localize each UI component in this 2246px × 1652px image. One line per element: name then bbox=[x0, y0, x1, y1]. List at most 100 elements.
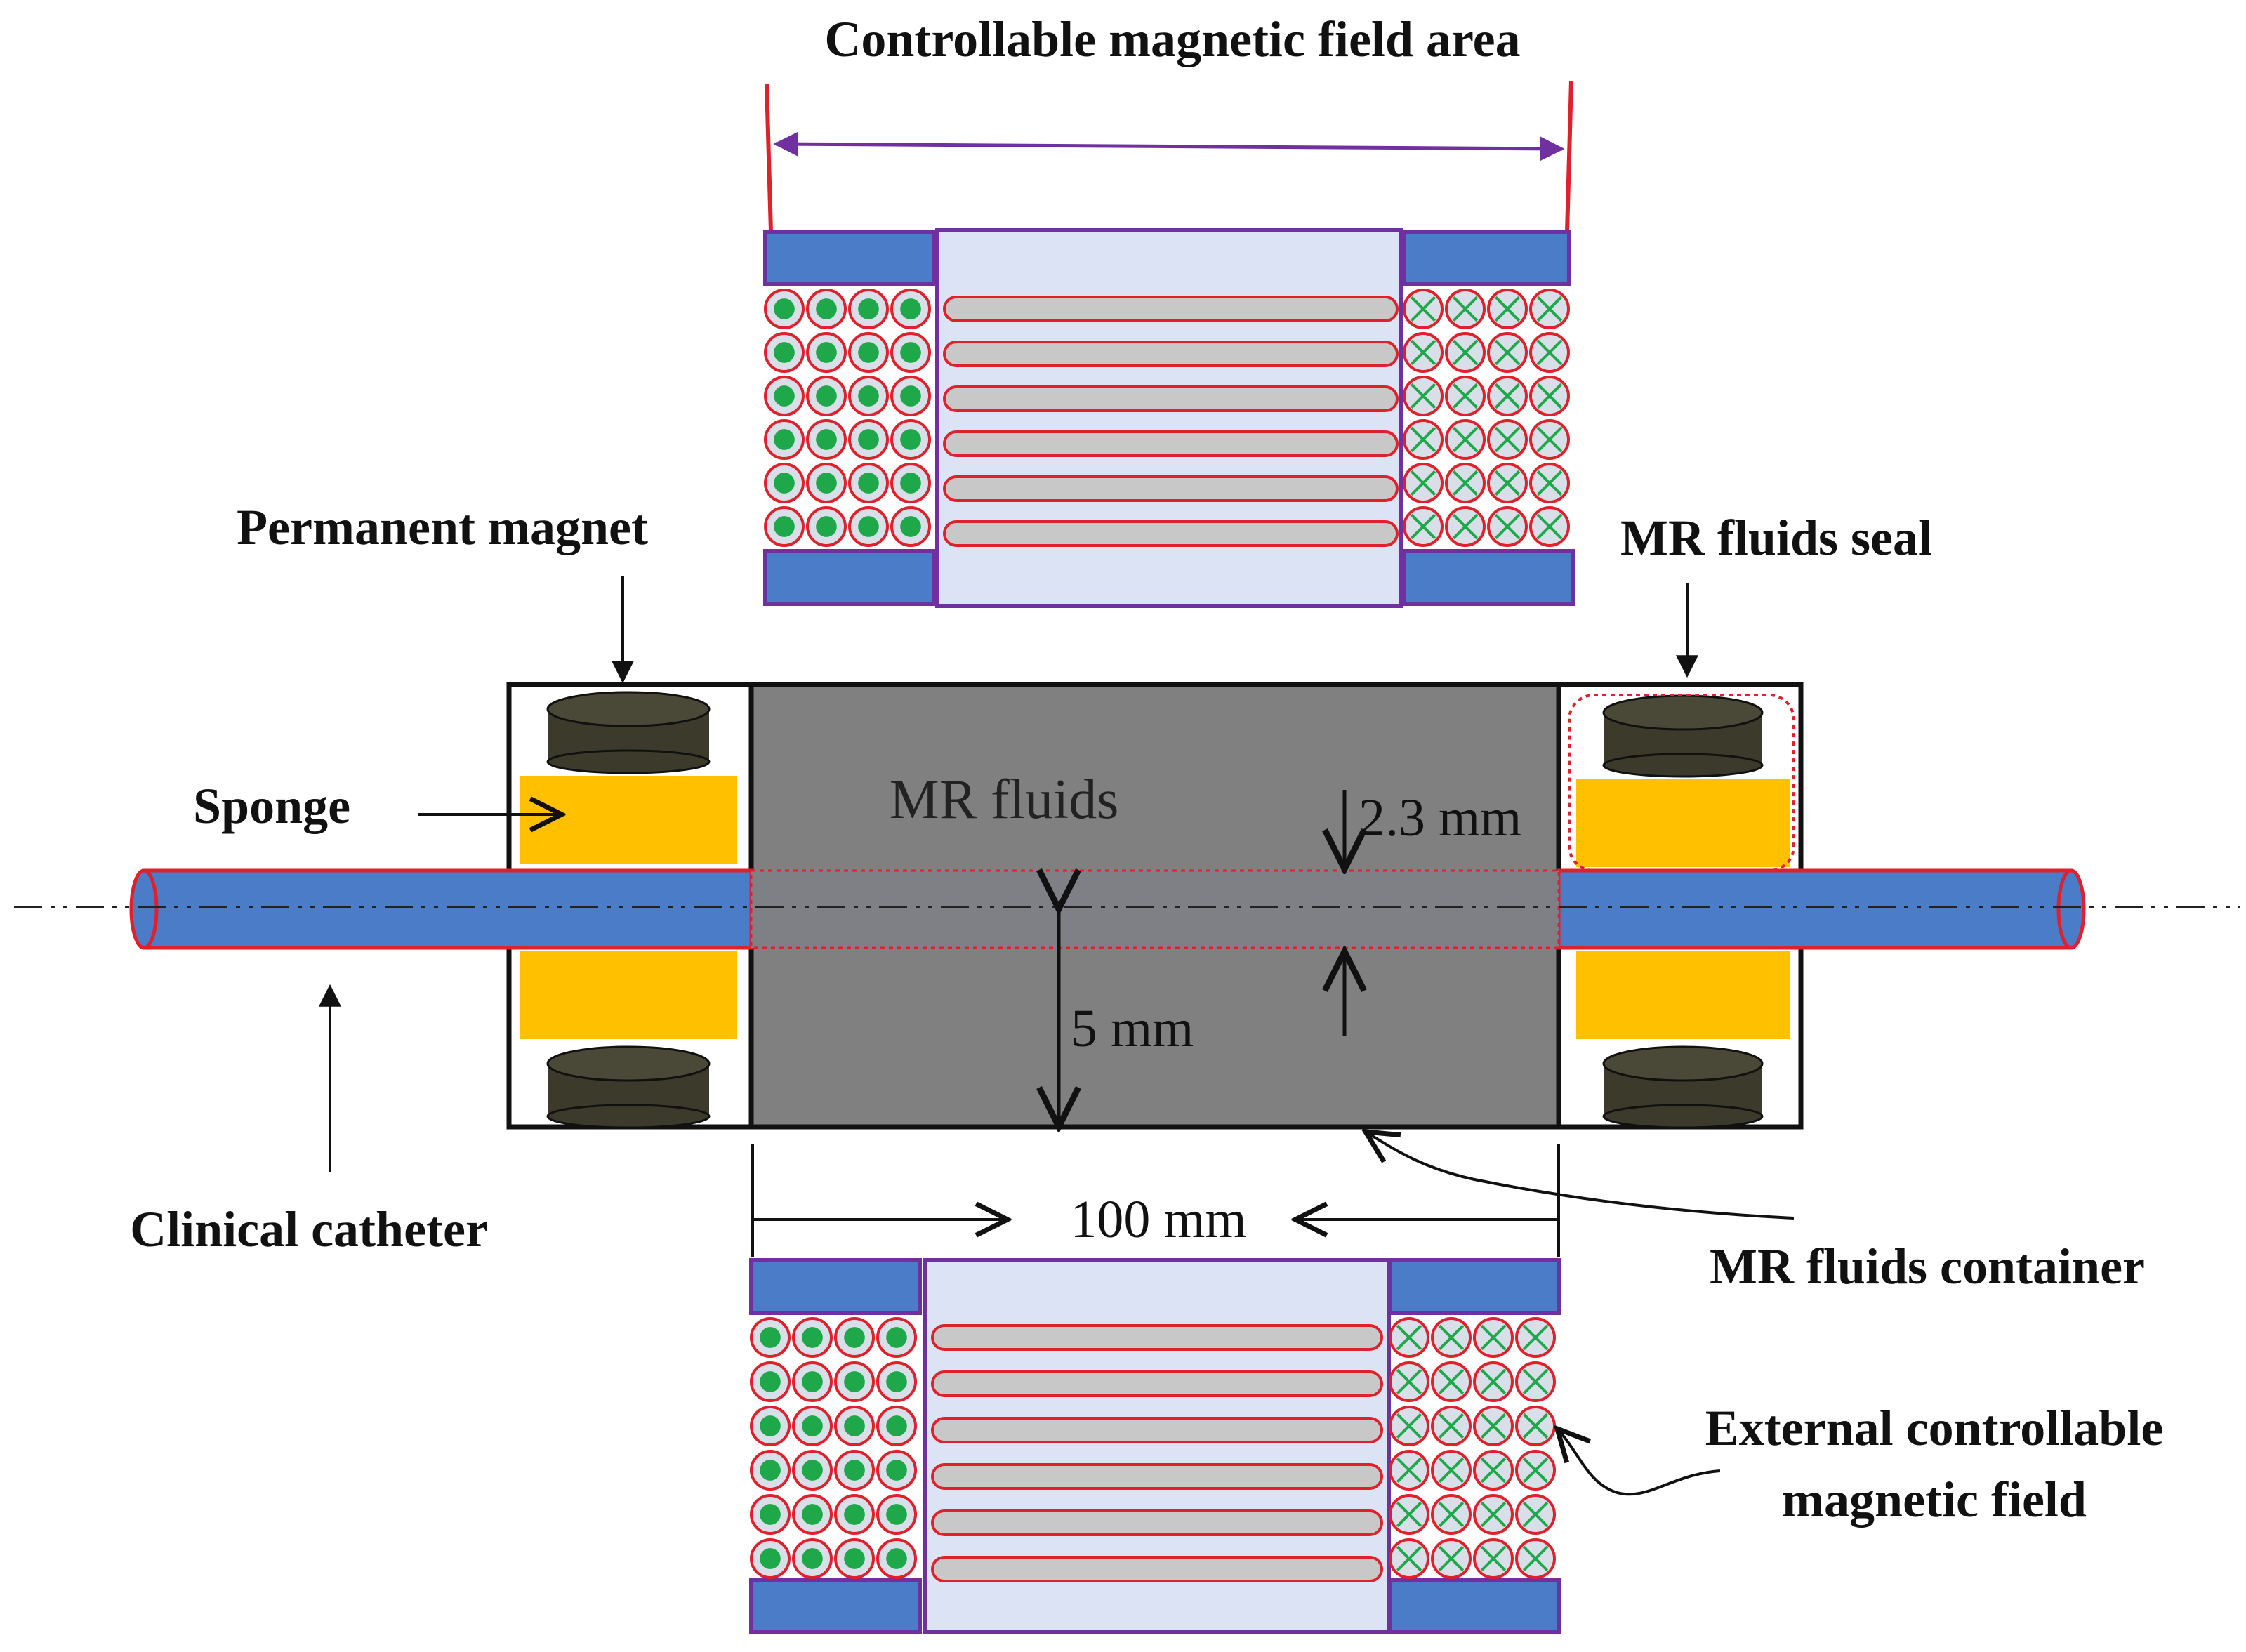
winding-out-of-page bbox=[750, 1450, 791, 1491]
permanent-magnet-right-upper bbox=[1602, 694, 1764, 778]
length-dimension-label: 100 mm bbox=[1070, 1190, 1246, 1249]
area-span-arrow bbox=[773, 131, 1565, 161]
winding-into-page bbox=[1445, 376, 1486, 416]
sponge-left-upper bbox=[520, 776, 737, 864]
winding-into-page bbox=[1487, 289, 1528, 329]
mr-fluids-label: MR fluids bbox=[890, 769, 1119, 831]
winding-into-page bbox=[1431, 1317, 1472, 1358]
winding-into-page bbox=[1445, 419, 1486, 460]
core-lamination bbox=[931, 1417, 1383, 1443]
sponge-label: Sponge bbox=[193, 778, 350, 834]
winding-into-page bbox=[1473, 1406, 1514, 1446]
bottom-coil-cap-right-lower bbox=[1388, 1578, 1561, 1634]
winding-out-of-page bbox=[764, 419, 805, 460]
bottom-coil-cap-right-upper bbox=[1388, 1258, 1561, 1315]
winding-out-of-page bbox=[750, 1406, 791, 1446]
catheter-inner-segment bbox=[750, 869, 1560, 949]
sponge-right-upper bbox=[1576, 779, 1790, 867]
winding-into-page bbox=[1515, 1538, 1556, 1579]
top-windings-into-page bbox=[1403, 289, 1570, 547]
external-field-leader bbox=[1557, 1429, 1721, 1496]
radius-dimension-label: 5 mm bbox=[1071, 999, 1194, 1058]
winding-out-of-page bbox=[834, 1317, 875, 1358]
winding-out-of-page bbox=[764, 332, 805, 373]
winding-out-of-page bbox=[834, 1406, 875, 1446]
winding-out-of-page bbox=[750, 1494, 791, 1535]
winding-out-of-page bbox=[792, 1361, 833, 1402]
winding-into-page bbox=[1473, 1538, 1514, 1579]
controllable-area-label: Controllable magnetic field area bbox=[824, 11, 1520, 67]
core-lamination bbox=[931, 1324, 1383, 1351]
core-lamination bbox=[943, 341, 1399, 367]
winding-into-page bbox=[1473, 1494, 1514, 1535]
winding-into-page bbox=[1431, 1538, 1472, 1579]
winding-into-page bbox=[1515, 1406, 1556, 1446]
top-coil-cap-right-lower bbox=[1402, 549, 1575, 606]
bottom-windings-into-page bbox=[1389, 1317, 1556, 1579]
winding-out-of-page bbox=[792, 1494, 833, 1535]
winding-out-of-page bbox=[806, 289, 847, 329]
winding-out-of-page bbox=[764, 506, 805, 547]
winding-into-page bbox=[1431, 1450, 1472, 1491]
winding-out-of-page bbox=[848, 332, 889, 373]
mr-fluids-seal-label: MR fluids seal bbox=[1620, 510, 1932, 566]
winding-into-page bbox=[1515, 1450, 1556, 1491]
winding-out-of-page bbox=[848, 463, 889, 503]
winding-into-page bbox=[1487, 419, 1528, 460]
winding-into-page bbox=[1403, 463, 1444, 503]
core-lamination bbox=[931, 1509, 1383, 1536]
winding-into-page bbox=[1473, 1361, 1514, 1402]
winding-into-page bbox=[1389, 1317, 1429, 1358]
winding-into-page bbox=[1529, 506, 1570, 547]
core-lamination bbox=[943, 520, 1399, 547]
winding-into-page bbox=[1529, 289, 1570, 329]
external-field-label-line1: External controllable bbox=[1705, 1400, 2164, 1456]
catheter-left-end bbox=[129, 868, 159, 950]
top-coil-cap-left-upper bbox=[763, 230, 936, 286]
winding-into-page bbox=[1445, 506, 1486, 547]
winding-out-of-page bbox=[890, 419, 931, 460]
winding-out-of-page bbox=[848, 376, 889, 416]
mr-fluids-container-label: MR fluids container bbox=[1710, 1238, 2145, 1295]
winding-out-of-page bbox=[876, 1317, 917, 1358]
winding-out-of-page bbox=[876, 1450, 917, 1491]
gap-dimension-label: 2.3 mm bbox=[1359, 788, 1521, 847]
clinical-catheter bbox=[14, 868, 2240, 950]
winding-out-of-page bbox=[890, 506, 931, 547]
winding-into-page bbox=[1487, 506, 1528, 547]
winding-out-of-page bbox=[806, 332, 847, 373]
winding-into-page bbox=[1403, 332, 1444, 373]
winding-into-page bbox=[1389, 1361, 1429, 1402]
catheter-right-end bbox=[2056, 868, 2086, 950]
top-windings-out-of-page bbox=[764, 289, 931, 547]
winding-into-page bbox=[1403, 419, 1444, 460]
core-lamination bbox=[943, 430, 1399, 457]
top-coil-cap-left-lower bbox=[763, 549, 936, 606]
top-coil-core bbox=[935, 228, 1403, 608]
bottom-coil-cap-left-upper bbox=[749, 1258, 922, 1315]
bottom-windings-out-of-page bbox=[750, 1317, 917, 1579]
winding-out-of-page bbox=[834, 1450, 875, 1491]
winding-into-page bbox=[1389, 1406, 1429, 1446]
winding-out-of-page bbox=[848, 506, 889, 547]
winding-out-of-page bbox=[890, 332, 931, 373]
winding-into-page bbox=[1403, 506, 1444, 547]
winding-out-of-page bbox=[792, 1538, 833, 1579]
core-lamination bbox=[931, 1370, 1383, 1397]
permanent-magnet-right-lower bbox=[1602, 1045, 1764, 1129]
winding-out-of-page bbox=[750, 1538, 791, 1579]
permanent-magnet-left-upper bbox=[546, 691, 711, 774]
winding-into-page bbox=[1473, 1450, 1514, 1491]
winding-into-page bbox=[1445, 463, 1486, 503]
winding-out-of-page bbox=[876, 1361, 917, 1402]
winding-out-of-page bbox=[876, 1538, 917, 1579]
winding-out-of-page bbox=[764, 289, 805, 329]
winding-out-of-page bbox=[806, 506, 847, 547]
winding-into-page bbox=[1431, 1406, 1472, 1446]
winding-into-page bbox=[1431, 1361, 1472, 1402]
winding-out-of-page bbox=[792, 1317, 833, 1358]
winding-into-page bbox=[1389, 1494, 1429, 1535]
permanent-magnet-left-lower bbox=[546, 1045, 711, 1129]
winding-out-of-page bbox=[750, 1317, 791, 1358]
